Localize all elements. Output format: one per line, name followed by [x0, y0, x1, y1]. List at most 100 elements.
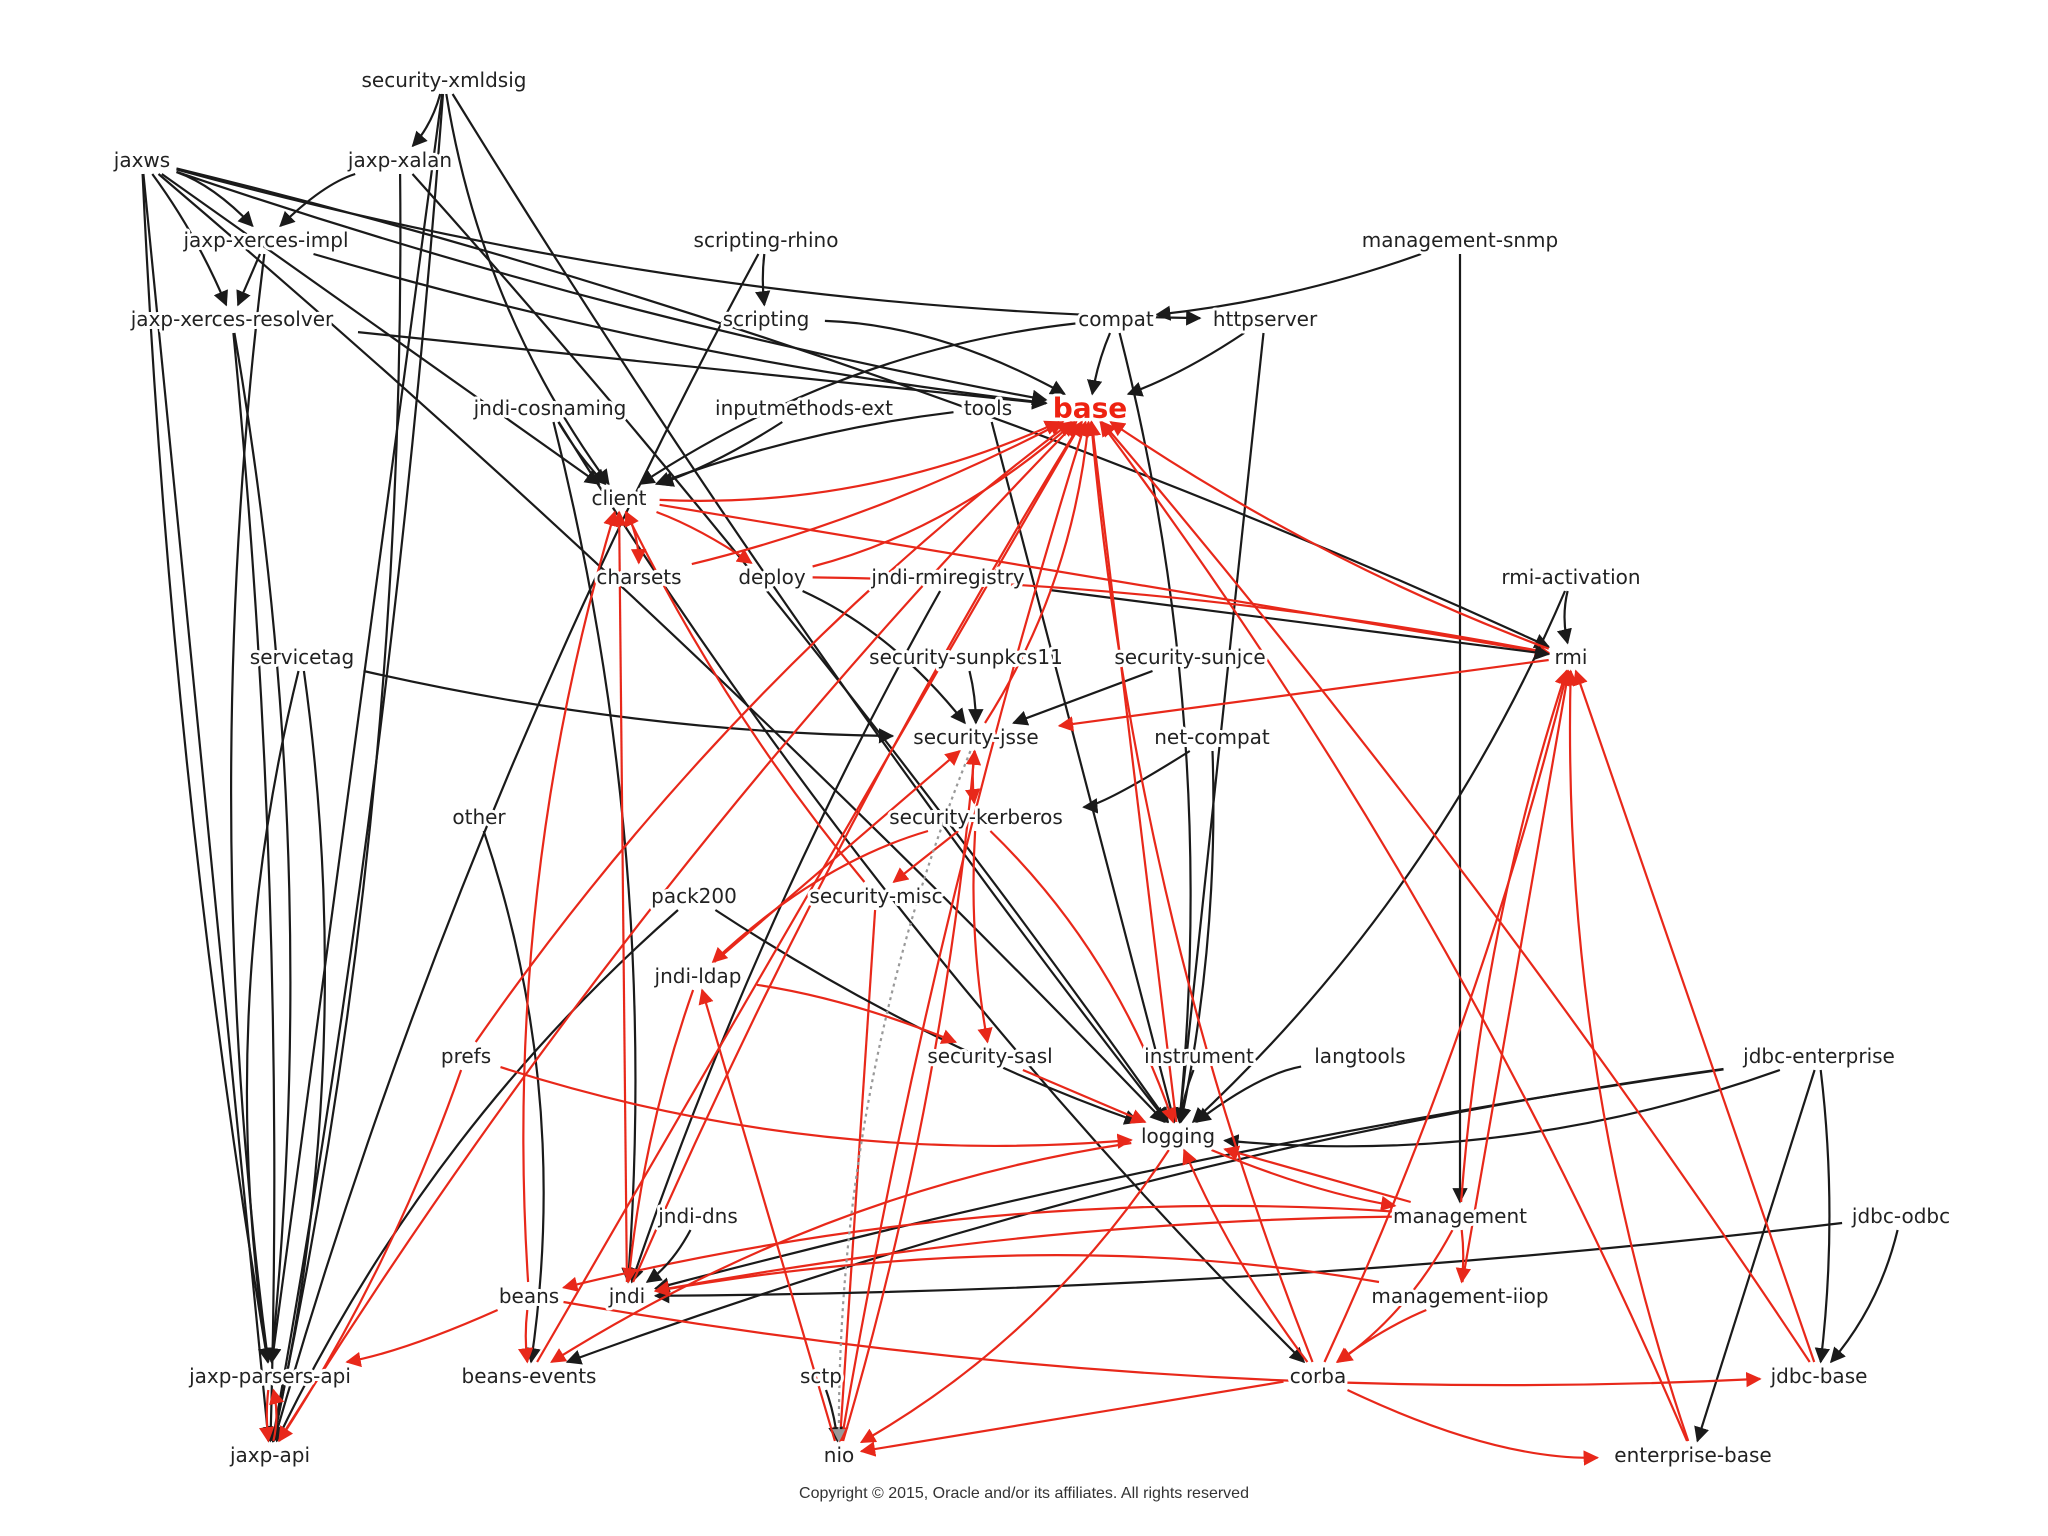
edge-logging-to-beans-events [550, 1141, 1132, 1363]
edge-inputmethods-ext-to-client [657, 421, 783, 487]
node-management-snmp: management-snmp [1362, 228, 1558, 252]
edge-jaxp-xerces-resolver-to-jaxp-api [232, 332, 279, 1443]
edge-security-kerberos-to-security-sasl [972, 830, 993, 1044]
node-jaxp-api: jaxp-api [229, 1443, 310, 1467]
edge-security-kerberos-to-security-misc [892, 830, 959, 883]
edge-jdbc-enterprise-to-jdbc-base [1814, 1069, 1831, 1364]
edge-security-sunpkcs11-to-security-jsse [968, 670, 984, 725]
edge-security-misc-to-client [624, 510, 866, 883]
edge-httpserver-to-base [1126, 332, 1245, 397]
edge-compat-to-base [1087, 332, 1112, 396]
edge-jaxp-xalan-to-jaxp-xerces-impl [279, 172, 356, 228]
node-security-sunpkcs11: security-sunpkcs11 [869, 645, 1063, 669]
edge-jndi-to-client [611, 510, 628, 1283]
edge-jndi-rmiregistry-to-jndi [628, 590, 942, 1284]
node-jndi: jndi [608, 1284, 645, 1308]
node-jndi-ldap: jndi-ldap [654, 964, 742, 988]
edge-net-compat-to-logging [1176, 750, 1215, 1124]
edge-prefs-to-logging [500, 1066, 1133, 1149]
edge-beans-to-beans-events [518, 1309, 534, 1364]
edge-security-xmldsig-to-jaxp-parsers-api [266, 93, 444, 1364]
edge-nio-to-base [840, 420, 1089, 1442]
node-instrument: instrument [1144, 1044, 1254, 1068]
edges-layer [141, 93, 1899, 1466]
node-management: management [1393, 1204, 1527, 1228]
edge-jaxp-xalan-to-logging [411, 173, 1169, 1124]
edge-security-xmldsig-to-client [445, 93, 610, 486]
node-jdbc-base: jdbc-base [1770, 1364, 1868, 1388]
edge-jaxws-to-rmi [176, 167, 1551, 649]
edge-jdbc-enterprise-to-jndi [653, 1068, 1724, 1293]
edge-jndi-cosnaming-to-jndi [552, 421, 637, 1284]
edge-jdbc-odbc-to-jndi [653, 1221, 1843, 1304]
node-sctp: sctp [800, 1364, 842, 1388]
edge-langtools-to-logging [1195, 1065, 1302, 1123]
node-jndi-cosnaming: jndi-cosnaming [473, 396, 627, 420]
edge-charsets-to-base [691, 421, 1065, 566]
edge-rmi-to-security-jsse [1057, 658, 1549, 732]
edge-security-jsse-to-nio [832, 750, 972, 1443]
node-scripting: scripting [723, 307, 810, 331]
edge-corba-to-rmi [1323, 669, 1572, 1363]
node-beans-events: beans-events [462, 1364, 597, 1388]
node-jaxp-parsers-api: jaxp-parsers-api [188, 1364, 351, 1388]
node-beans: beans [499, 1284, 559, 1308]
edge-jaxp-xerces-impl-to-jaxp-xerces-resolver [236, 253, 262, 307]
edge-scripting-rhino-to-scripting [755, 253, 771, 307]
edge-beans-to-jdbc-base [563, 1300, 1762, 1388]
edge-client-to-rmi [659, 503, 1551, 659]
edge-jdbc-base-to-base [1100, 420, 1811, 1363]
edge-pack200-to-jaxp-api [275, 909, 679, 1443]
edge-jaxp-xerces-resolver-to-base [357, 331, 1048, 410]
edge-jdbc-enterprise-to-enterprise-base [1694, 1069, 1816, 1443]
edge-servicetag-to-security-jsse [363, 669, 895, 744]
node-tools: tools [964, 396, 1012, 420]
edge-rmi-activation-to-logging [1191, 590, 1567, 1124]
edge-jaxws-to-logging [157, 173, 1166, 1124]
edge-net-compat-to-security-kerberos [1082, 750, 1191, 814]
node-servicetag: servicetag [250, 645, 354, 669]
node-security-xmldsig: security-xmldsig [362, 68, 527, 92]
edge-jndi-dns-to-jndi [645, 1229, 692, 1283]
edge-deploy-to-rmi [812, 576, 1551, 658]
edge-corba-to-enterprise-base [1347, 1389, 1600, 1466]
edge-security-jsse-to-base [984, 420, 1095, 724]
edge-security-kerberos-to-jndi-ldap [711, 829, 929, 964]
edge-management-to-jndi [653, 1215, 1396, 1296]
edge-scripting-rhino-to-jaxp-api [270, 253, 760, 1443]
edge-jndi-ldap-to-security-jsse [713, 749, 961, 963]
node-jdbc-odbc: jdbc-odbc [1851, 1204, 1950, 1228]
edge-rmi-to-base [1109, 421, 1550, 650]
node-jaxp-xerces-impl: jaxp-xerces-impl [182, 228, 348, 252]
node-net-compat: net-compat [1154, 725, 1270, 749]
edge-jaxp-xalan-to-jaxp-api [268, 173, 402, 1443]
node-jaxp-xerces-resolver: jaxp-xerces-resolver [130, 307, 334, 331]
node-scripting-rhino: scripting-rhino [694, 228, 839, 252]
edge-corba-to-logging [1182, 1148, 1309, 1363]
edge-security-xmldsig-to-jaxp-xalan [411, 93, 442, 148]
edge-rmi-activation-to-rmi [1556, 590, 1572, 645]
node-nio: nio [824, 1443, 854, 1467]
edge-compat-to-client [639, 322, 1076, 485]
edge-jdbc-enterprise-to-logging [1223, 1068, 1781, 1150]
edge-jaxws-to-base [176, 170, 1048, 405]
edge-security-sunjce-to-security-jsse [1012, 669, 1153, 726]
node-charsets: charsets [596, 565, 681, 589]
edge-management-iiop-to-rmi [1461, 669, 1574, 1283]
edge-deploy-to-base [812, 420, 1076, 568]
edge-corba-to-nio [859, 1380, 1284, 1457]
edge-instrument-to-logging [1174, 1069, 1195, 1124]
edge-jaxp-parsers-api-to-jaxp-api [259, 1389, 275, 1443]
edge-management-iiop-to-corba [1335, 1308, 1427, 1363]
node-jaxp-xalan: jaxp-xalan [347, 148, 452, 172]
node-security-sunjce: security-sunjce [1114, 645, 1265, 669]
node-security-jsse: security-jsse [913, 725, 1038, 749]
edge-jaxws-to-jaxp-parsers-api [141, 173, 274, 1364]
edge-jaxp-xerces-impl-to-base [313, 252, 1048, 409]
node-inputmethods-ext: inputmethods-ext [715, 396, 893, 420]
node-client: client [592, 486, 647, 510]
edge-jaxp-xerces-resolver-to-jaxp-parsers-api [233, 332, 292, 1364]
node-jndi-dns: jndi-dns [657, 1204, 738, 1228]
